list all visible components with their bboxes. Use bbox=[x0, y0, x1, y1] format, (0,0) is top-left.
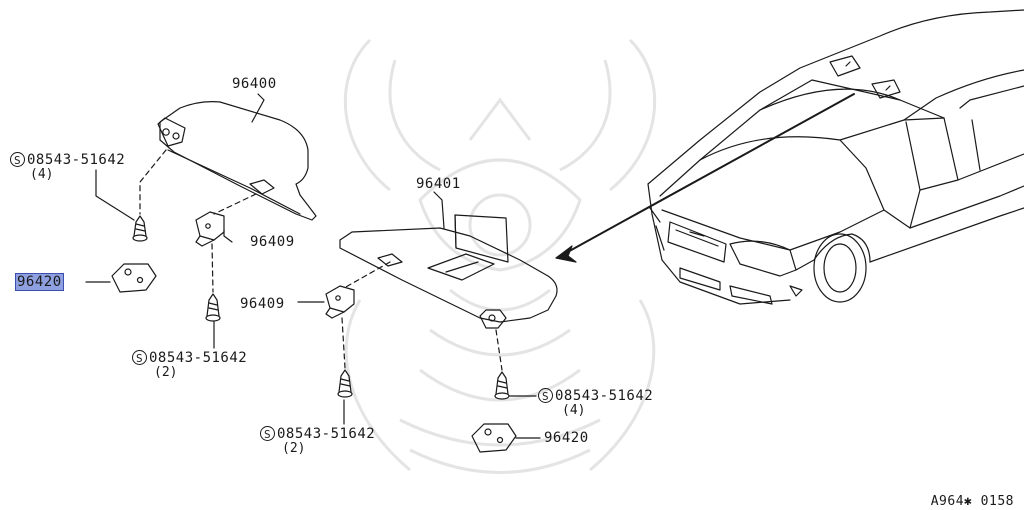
service-symbol-icon: S bbox=[538, 387, 553, 403]
screw-upper-left bbox=[132, 215, 148, 242]
screw-middle bbox=[205, 293, 221, 322]
label-96409-upper[interactable]: 96409 bbox=[250, 234, 295, 250]
clip-96420-left bbox=[111, 263, 157, 293]
qty-screw-lower: (2) bbox=[282, 441, 306, 456]
qty-screw-right: (4) bbox=[562, 403, 586, 418]
watermark-emblem bbox=[343, 38, 657, 474]
holder-96409-lower bbox=[325, 285, 355, 319]
clip-96420-right bbox=[471, 423, 517, 453]
screw-part-number: 08543-51642 bbox=[27, 152, 126, 168]
arrow-car-to-visor bbox=[555, 93, 855, 263]
label-96420-left[interactable]: 96420 bbox=[15, 273, 64, 291]
service-symbol-icon: S bbox=[132, 349, 147, 365]
assembly-lines bbox=[139, 149, 503, 371]
holder-96409-upper bbox=[195, 211, 225, 247]
sun-visor-96401 bbox=[339, 214, 558, 329]
label-96400[interactable]: 96400 bbox=[232, 76, 277, 92]
screw-part-number: 08543-51642 bbox=[149, 350, 248, 366]
label-96420-right[interactable]: 96420 bbox=[544, 430, 589, 446]
service-symbol-icon: S bbox=[10, 151, 25, 167]
screw-part-number: 08543-51642 bbox=[277, 426, 376, 442]
qty-screw-upper-left: (4) bbox=[30, 167, 54, 182]
screw-right bbox=[494, 371, 510, 400]
car-drawing bbox=[647, 9, 1024, 305]
sun-visor-96400 bbox=[157, 101, 317, 221]
service-symbol-icon: S bbox=[260, 425, 275, 441]
qty-screw-middle: (2) bbox=[154, 365, 178, 380]
diagram-code: A964✱ 0158 bbox=[930, 494, 1014, 509]
screw-part-number: 08543-51642 bbox=[555, 388, 654, 404]
screw-lower bbox=[337, 369, 353, 398]
label-96401[interactable]: 96401 bbox=[416, 176, 461, 192]
highlighted-part-number: 96420 bbox=[15, 273, 64, 291]
label-96409-lower[interactable]: 96409 bbox=[240, 296, 285, 312]
leader-lines bbox=[85, 93, 541, 439]
